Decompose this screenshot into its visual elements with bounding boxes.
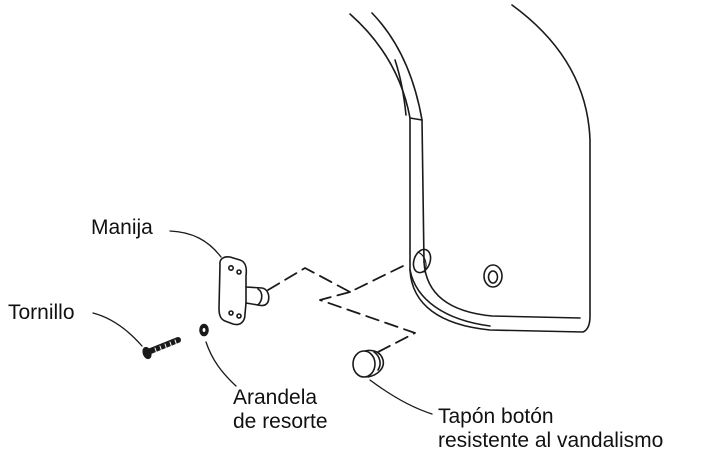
label-manija-text: Manija	[91, 216, 153, 239]
leader-tapon	[369, 379, 433, 415]
leader-arandela	[205, 341, 237, 387]
label-arandela-line-1: Arandela	[233, 386, 318, 409]
label-tornillo: Tornillo	[8, 301, 75, 325]
assembly-path	[267, 264, 416, 353]
leader-manija	[169, 230, 222, 258]
label-tapon: Tapón botón resistente al vandalismo	[438, 405, 663, 453]
label-arandela-line-2: de resorte	[233, 410, 328, 433]
plug-icon	[352, 349, 385, 378]
label-tapon-line-2: resistente al vandalismo	[438, 429, 664, 452]
label-manija: Manija	[91, 216, 153, 240]
label-arandela: Arandela de resorte	[233, 386, 328, 434]
leader-tornillo	[92, 312, 143, 347]
label-tapon-line-1: Tapón botón	[438, 405, 554, 428]
handle-icon	[218, 256, 270, 326]
dispenser-housing-icon	[349, 4, 591, 333]
washer-icon	[199, 323, 209, 337]
screw-icon	[142, 337, 181, 360]
label-tornillo-text: Tornillo	[8, 301, 75, 324]
